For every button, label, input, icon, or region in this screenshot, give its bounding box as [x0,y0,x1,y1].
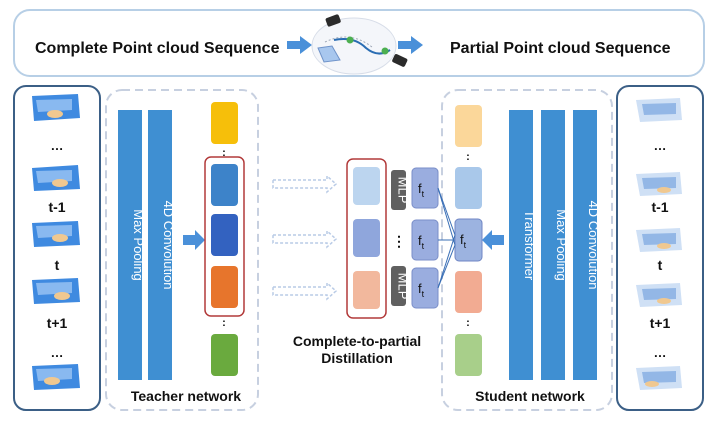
student-input-arrow [482,230,504,250]
student-token-4 [455,334,482,376]
teacher-network-label: Teacher network [131,388,241,404]
complete-sequence-label: Complete Point cloud Sequence [35,40,280,57]
mlp-label-top: MLP [396,177,411,204]
student-token-dots-bottom: : [466,317,470,329]
teacher-token-1 [211,164,238,206]
partial-frame-label-3: t+1 [650,315,671,331]
student-max-pooling-bar [541,110,565,380]
partial-frame-label-1: t-1 [651,199,668,215]
partial-frame-thumbs [636,98,682,390]
banner-arrow-left [287,36,312,54]
student-network-label: Student network [475,388,585,404]
student-ft-label: ft [460,232,467,250]
teacher-token-4 [211,334,238,376]
ft-box-mid [411,219,439,261]
teacher-selection-box [204,156,245,317]
ft-box-bottom [411,267,439,309]
partial-sequence-label: Partial Point cloud Sequence [450,40,671,57]
distill-token-2 [353,271,380,309]
teacher-4d-conv-label: 4D Convolution [161,201,176,290]
distill-token-1 [353,219,380,257]
distill-selection-box [346,158,387,319]
complete-frame-label-4: … [51,345,64,360]
distillation-label-line1: Complete-to-partial [293,333,421,349]
distillation-arrows [272,174,338,301]
mlp-block-bottom [391,266,406,306]
ft-label-top: ft [418,181,425,199]
teacher-token-0 [211,102,238,144]
student-4d-conv-label: 4D Convolution [586,201,601,290]
distill-token-0 [353,167,380,205]
teacher-4d-conv-bar [148,110,172,380]
student-token-dots-top: : [466,151,470,163]
ft-label-bottom: ft [418,281,425,299]
distillation-label-line2: Distillation [321,350,393,366]
student-token-1 [455,167,482,209]
student-transformer-label: Transformer [522,210,537,281]
partial-frame-label-0: … [654,138,667,153]
teacher-token-dots-bottom: : [222,317,226,329]
mlp-label-bottom: MLP [396,273,411,300]
complete-frame-label-1: t-1 [48,199,65,215]
ft-box-top [411,167,439,209]
teacher-token-2 [211,214,238,256]
ft-label-mid: ft [418,233,425,251]
student-network-box [441,89,613,411]
student-token-3 [455,271,482,313]
partial-frame-label-2: t [658,257,663,273]
teacher-max-pooling-label: Max Pooling [131,209,146,281]
banner-arrow-right [398,36,423,54]
teacher-token-3 [211,266,238,308]
student-connectors [437,187,456,289]
teacher-token-dots-top: : [222,147,226,159]
partial-frame-label-4: … [654,345,667,360]
mlp-block-top [391,170,406,210]
student-transformer-bar [509,110,533,380]
student-token-0 [455,105,482,147]
student-4d-conv-bar [573,110,597,380]
complete-frame-label-2: t [55,257,60,273]
distill-dots: ⋮ [392,233,406,249]
complete-frame-label-3: t+1 [47,315,68,331]
teacher-input-arrow [183,230,205,250]
student-max-pooling-label: Max Pooling [554,209,569,281]
complete-frames-panel [13,85,101,411]
teacher-network-box [105,89,259,411]
complete-frame-label-0: … [51,138,64,153]
teacher-max-pooling-bar [118,110,142,380]
complete-frame-thumbs [32,94,80,390]
capture-illustration [311,14,408,75]
